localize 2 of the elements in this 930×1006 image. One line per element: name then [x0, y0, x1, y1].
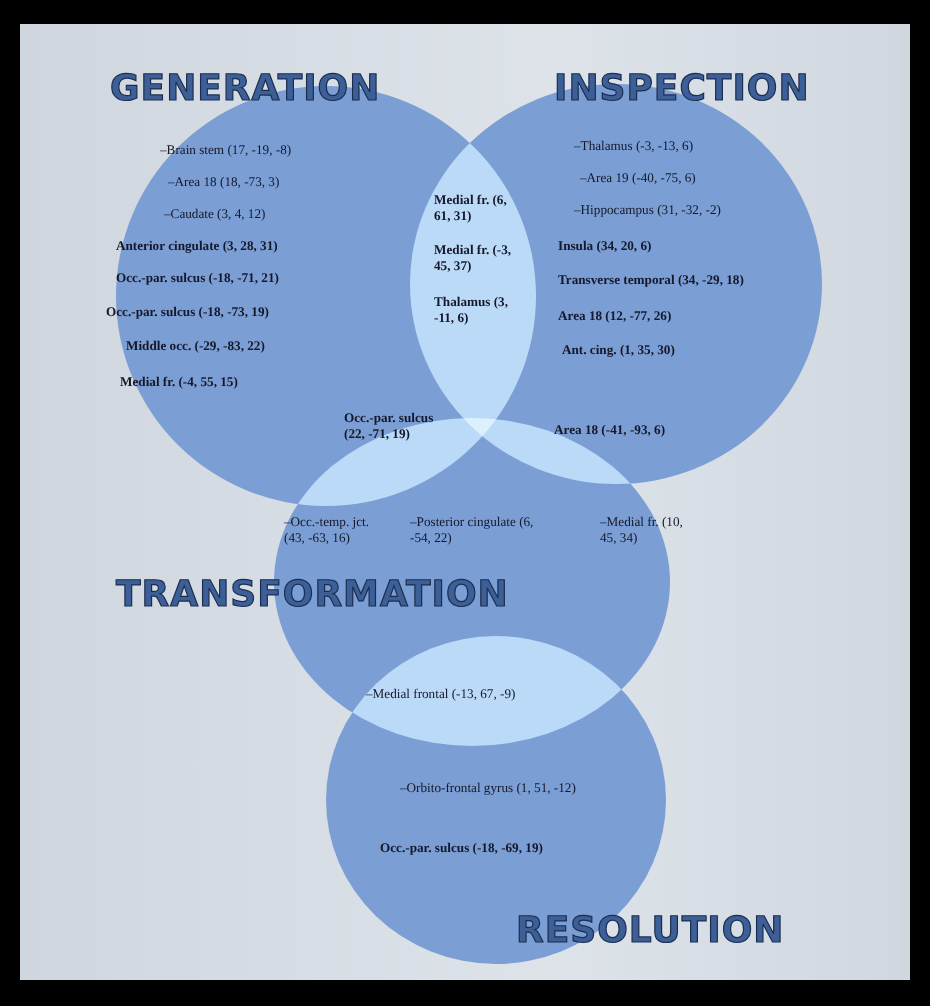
set-heading: INSPECTION	[554, 72, 810, 108]
set-heading: GENERATION	[110, 72, 381, 108]
